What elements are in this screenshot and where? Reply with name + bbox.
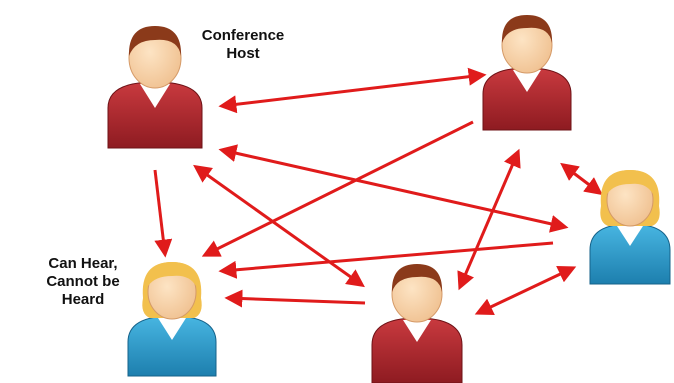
arrow-host-topright [218,67,487,114]
arrow-host-listener [153,169,173,258]
arrow-right-listener [218,241,554,279]
participant-listener [127,262,217,377]
listener-label: Can Hear, Cannot be Heard [28,255,138,309]
participant-right [589,170,671,285]
arrow-topright-right [560,162,603,196]
host-label-line-1: Conference [201,27,285,44]
participant-top-right [482,15,572,131]
listener-label-line-2: Cannot be [46,273,120,290]
participant-bottom-center [371,264,463,383]
arrows [153,67,603,315]
listener-label-line-3: Heard [61,291,105,308]
arrow-topright-bottomcenter [457,148,521,291]
arrow-bottomcenter-listener [224,289,366,308]
arrow-right-bottomcenter [474,266,577,315]
arrow-topright-listener [201,120,474,257]
host-label-line-2: Host [226,45,260,62]
participant-host [107,26,203,149]
host-label: Conference Host [188,27,298,63]
listener-label-line-1: Can Hear, [48,255,118,272]
arrow-host-bottomcenter [193,164,365,288]
